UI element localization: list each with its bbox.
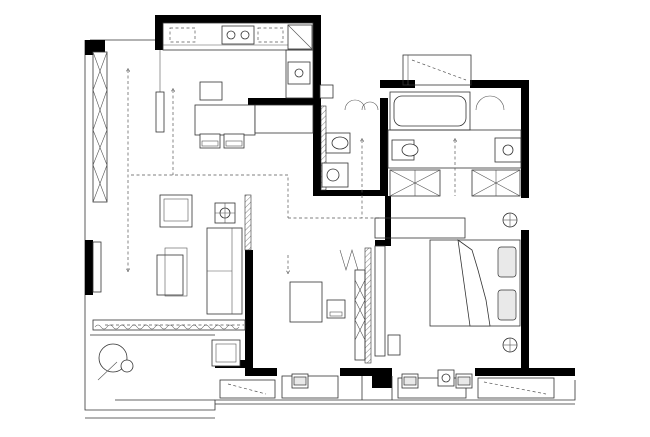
bookshelf: [354, 269, 366, 361]
tv-icon: [92, 241, 102, 293]
walls: [85, 15, 575, 388]
living-room: [92, 51, 380, 326]
balcony: [92, 319, 276, 399]
bathtub-icon: [389, 91, 471, 131]
dining-table: [194, 104, 256, 136]
armchair-icon: [159, 194, 193, 228]
dining-area: [155, 50, 314, 149]
fridge-icon: [287, 24, 313, 50]
sofa-icon: [206, 227, 243, 315]
basin-icon: [321, 162, 349, 188]
study: [281, 248, 366, 399]
toilet-icon: [391, 139, 419, 161]
desk-chair: [326, 299, 346, 319]
master-bedroom: [361, 212, 555, 400]
toilet-icon: [325, 132, 351, 154]
desk: [289, 281, 323, 323]
bathroom-small: [319, 84, 379, 218]
washing-machine-icon: [211, 339, 241, 367]
basin-icon: [494, 137, 522, 163]
cooktop-icon: [221, 25, 255, 45]
dining-chair: [199, 81, 223, 101]
kitchen: [162, 22, 314, 99]
bathroom-main: [387, 54, 522, 197]
lounge-chair-icon: [97, 343, 134, 381]
tall-cabinet: [92, 51, 108, 203]
side-table-icon: [214, 202, 236, 224]
bed-icon: [429, 239, 521, 327]
coffee-table-icon: [156, 247, 188, 297]
wardrobe: [374, 245, 386, 357]
kitchen-sink-icon: [287, 61, 311, 85]
dining-counter: [254, 104, 314, 134]
